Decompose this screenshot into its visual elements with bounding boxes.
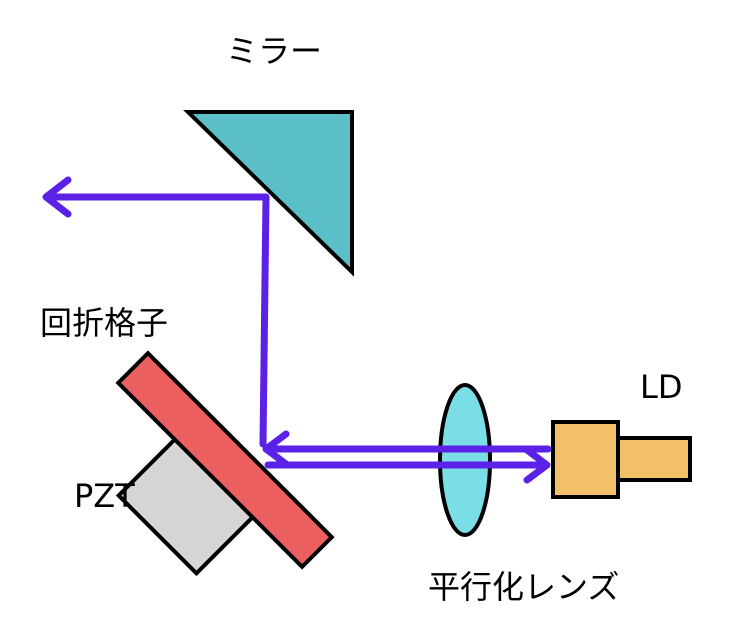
output-arrow-head xyxy=(42,176,72,218)
laser-beams xyxy=(42,176,552,484)
label-grating: 回折格子 xyxy=(40,304,168,342)
diffraction-grating xyxy=(115,350,335,570)
collimating-lens xyxy=(438,383,492,537)
label-pzt: PZT xyxy=(74,477,135,515)
laser-diode-tail xyxy=(616,436,692,482)
incident-arrow-head xyxy=(262,430,290,468)
output-beam xyxy=(44,193,270,448)
label-mirror: ミラー xyxy=(226,32,322,70)
mirror-prism xyxy=(183,110,354,277)
feedback-arrow-head xyxy=(523,446,551,484)
laser-diode-body xyxy=(551,420,620,499)
label-ld: LD xyxy=(640,368,682,406)
label-lens: 平行化レンズ xyxy=(428,568,619,606)
